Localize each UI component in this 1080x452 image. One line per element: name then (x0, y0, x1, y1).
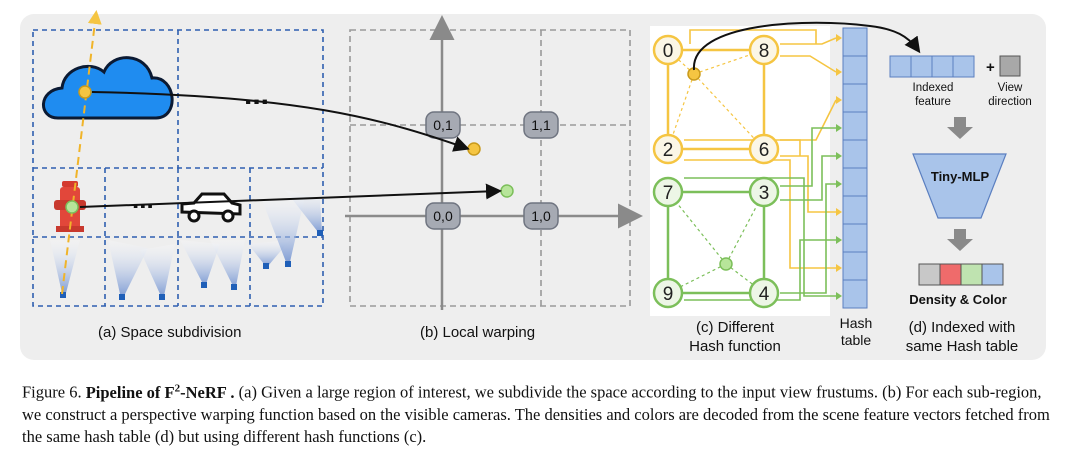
panel-c-label-line1: (c) Different (696, 319, 775, 336)
plus-sign: + (986, 59, 995, 76)
figure-caption: Figure 6. Pipeline of F2-NeRF . (a) Give… (22, 377, 1062, 448)
panel-d-label-line1: (d) Indexed with (909, 319, 1016, 336)
hash-table-label-line1: Hash (840, 315, 873, 331)
hash-vertex-9: 9 (652, 277, 684, 309)
svg-text:9: 9 (663, 284, 674, 305)
ellipsis-top: ... (244, 78, 269, 111)
panel-c-label-line2: Hash function (689, 338, 781, 355)
hash-vertex-4: 4 (748, 277, 780, 309)
down-arrow-1 (947, 117, 973, 139)
hash-vertex-0: 0 (652, 34, 684, 66)
pipeline-figure: ... ... (a) Space subdivision 0,1 1,1 0,… (20, 10, 1046, 360)
hash-table-cell (842, 167, 868, 197)
warped-point-yellow (467, 142, 481, 156)
svg-text:0,1: 0,1 (433, 117, 453, 133)
hash-table-cell (842, 279, 868, 309)
warped-point-green (500, 184, 514, 198)
grid-node-0-0: 0,0 (425, 202, 461, 230)
sample-point-green (65, 200, 79, 214)
panel-d-decoder: + Indexed feature View direction Tiny-ML… (889, 55, 1032, 355)
indexed-feature-label-line1: Indexed (913, 82, 954, 94)
camera-ray (61, 10, 102, 295)
hash-table-label-line2: table (841, 332, 872, 348)
grid-node-0-1: 0,1 (425, 111, 461, 139)
indexed-feature-label-line2: feature (915, 96, 951, 108)
grid-node-1-0: 1,0 (523, 202, 559, 230)
density-color-vector (918, 263, 1004, 286)
svg-text:2: 2 (663, 140, 674, 161)
hash-table-cell (842, 83, 868, 113)
hash-vertex-2: 2 (652, 133, 684, 165)
grid-node-1-1: 1,1 (523, 111, 559, 139)
view-direction-label-line1: View (998, 82, 1023, 94)
caption-text: (a) Given a large region of interest, we… (22, 382, 1050, 446)
hash-table-cell (842, 111, 868, 141)
svg-text:6: 6 (759, 140, 770, 161)
hash-table-cell (842, 195, 868, 225)
hash-vertex-3: 3 (748, 176, 780, 208)
svg-text:1,0: 1,0 (531, 208, 551, 224)
hash-vertex-7: 7 (652, 176, 684, 208)
warp-arrow-green (79, 183, 502, 208)
hash-vertex-8: 8 (748, 34, 780, 66)
indexed-feature-vector (889, 55, 975, 78)
hash-vertex-6: 6 (748, 133, 780, 165)
view-direction-box (999, 55, 1021, 77)
caption-title: Pipeline of F2-NeRF . (85, 382, 235, 402)
svg-text:8: 8 (759, 41, 770, 62)
sample-point-yellow (78, 85, 92, 99)
hash-table-cell (842, 27, 868, 57)
view-direction-label-line2: direction (988, 96, 1031, 108)
panel-b-label: (b) Local warping (420, 324, 535, 341)
camera-frustums (50, 190, 322, 296)
panel-c-hash-function: 0 8 2 6 7 3 9 4 (c) (650, 26, 842, 355)
tiny-mlp-label: Tiny-MLP (931, 169, 990, 184)
caption-prefix: Figure 6. (22, 382, 86, 402)
panel-a-label: (a) Space subdivision (98, 324, 241, 341)
output-label: Density & Color (909, 292, 1007, 307)
svg-text:0: 0 (663, 41, 674, 62)
ellipsis-mid: ... (132, 184, 154, 214)
svg-text:1,1: 1,1 (531, 117, 551, 133)
svg-text:0,0: 0,0 (433, 208, 453, 224)
warp-arrow-yellow (91, 91, 470, 152)
lookup-arrow (692, 21, 921, 71)
cloud-icon (42, 56, 174, 120)
panel-d-label-line2: same Hash table (906, 338, 1019, 355)
svg-text:3: 3 (759, 183, 770, 204)
down-arrow-2 (947, 229, 973, 251)
hash-table-cell (842, 139, 868, 169)
svg-text:7: 7 (663, 183, 674, 204)
query-point-green (719, 257, 733, 271)
hash-table-cell (842, 251, 868, 281)
svg-text:4: 4 (759, 284, 770, 305)
tiny-mlp-block (912, 153, 1007, 219)
panel-a-space-subdivision: ... ... (a) Space subdivision (32, 10, 324, 341)
hash-table: Hash table (840, 27, 873, 348)
hash-table-cell (842, 55, 868, 85)
hash-table-cell (842, 223, 868, 253)
